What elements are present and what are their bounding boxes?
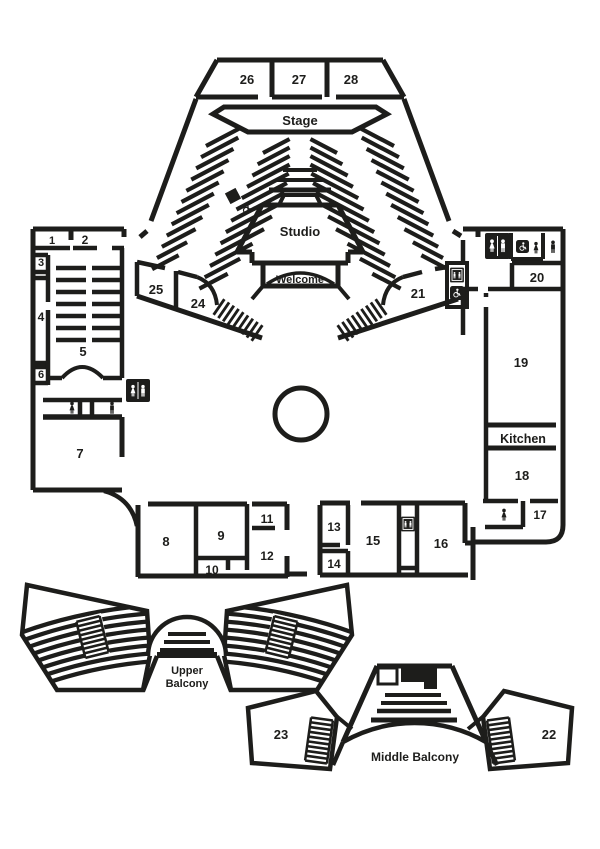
room-22-outline [480,688,575,772]
reserved-seat-marker [224,187,242,205]
rooms-13-16-block: 13 14 15 16 [317,500,473,578]
auditorium-walls [138,98,463,239]
right-wing: 20 19 Kitchen 18 17 [460,226,566,580]
stairs-icon [264,613,299,660]
room-2-label: 2 [82,233,89,247]
room-10-label: 10 [205,563,219,577]
room-22-label: 22 [542,727,556,742]
room-25-label: 25 [149,282,163,297]
room-23-label: 23 [274,727,288,742]
man-icon [110,401,114,414]
room-26-label: 26 [240,72,254,87]
woman-icon [501,508,507,521]
stairs-icon [212,298,264,342]
room-27-label: 27 [292,72,306,87]
room-6-label: 6 [38,369,44,381]
room-11-label: 11 [261,512,274,526]
studio-area: Studio [234,202,366,266]
kitchen-label: Kitchen [500,432,546,446]
room-28-label: 28 [344,72,358,87]
stairs-icon [303,716,335,765]
middle-balcony: Middle Balcony 23 22 [245,663,575,772]
man-icon [551,240,555,253]
room-13-label: 13 [327,520,341,534]
room-15-label: 15 [366,533,380,548]
room-23-outline [245,688,340,772]
stage-label: Stage [282,113,317,128]
sound-booth [401,667,437,689]
room-21-label: 21 [411,286,425,301]
upper-balcony-label-line2: Balcony [166,678,210,690]
room-14-label: 14 [327,557,341,571]
chancel-area [269,168,331,206]
elevator-icon [450,268,464,283]
room-4-label: 4 [38,310,45,324]
middle-balcony-label: Middle Balcony [371,750,459,764]
room-12-label: 12 [260,549,274,563]
room-21-block: 21 [336,240,469,342]
elevator-icon [401,517,415,532]
left-wing: 1 2 3 4 5 6 7 [30,226,150,527]
accessible-toilet [516,240,539,254]
woman-icon [69,401,75,414]
room-1-label: 1 [49,235,55,247]
top-rooms-block: 26 27 28 [193,57,407,100]
wheelchair-seating-spot [224,187,253,214]
restroom-icon [126,379,150,402]
room-7-label: 7 [76,446,83,461]
rooms-8-12-block: 8 9 10 11 12 [135,501,307,579]
rooms-24-25-block: 25 24 [134,259,264,342]
room-3-label: 3 [38,257,44,269]
elevator-wheelchair-box [445,261,469,309]
upper-balcony-label-line1: Upper [171,665,204,677]
room-16-label: 16 [434,536,448,551]
booth-window [376,666,399,686]
room-8-label: 8 [162,534,169,549]
room-9-label: 9 [217,528,224,543]
stairs-icon [336,298,388,342]
room-5-label: 5 [79,344,86,359]
rotunda-circle [272,385,330,443]
room-18-label: 18 [515,468,529,483]
room-20-label: 20 [530,270,544,285]
welcome-area: Welcome [250,260,351,301]
room-5-seating-rows [56,265,120,343]
stairs-icon [75,613,110,660]
auditorium-seating-rows [151,125,449,291]
room-24-label: 24 [191,296,206,311]
stage-area: Stage [207,104,393,135]
restroom-icon [485,233,510,259]
studio-label: Studio [280,224,320,239]
stairs-icon [485,716,517,765]
room-17-label: 17 [533,508,547,522]
welcome-label: Welcome [276,274,324,286]
room-19-label: 19 [514,355,528,370]
upper-balcony: Upper Balcony [19,582,355,693]
woman-icon [533,241,539,254]
